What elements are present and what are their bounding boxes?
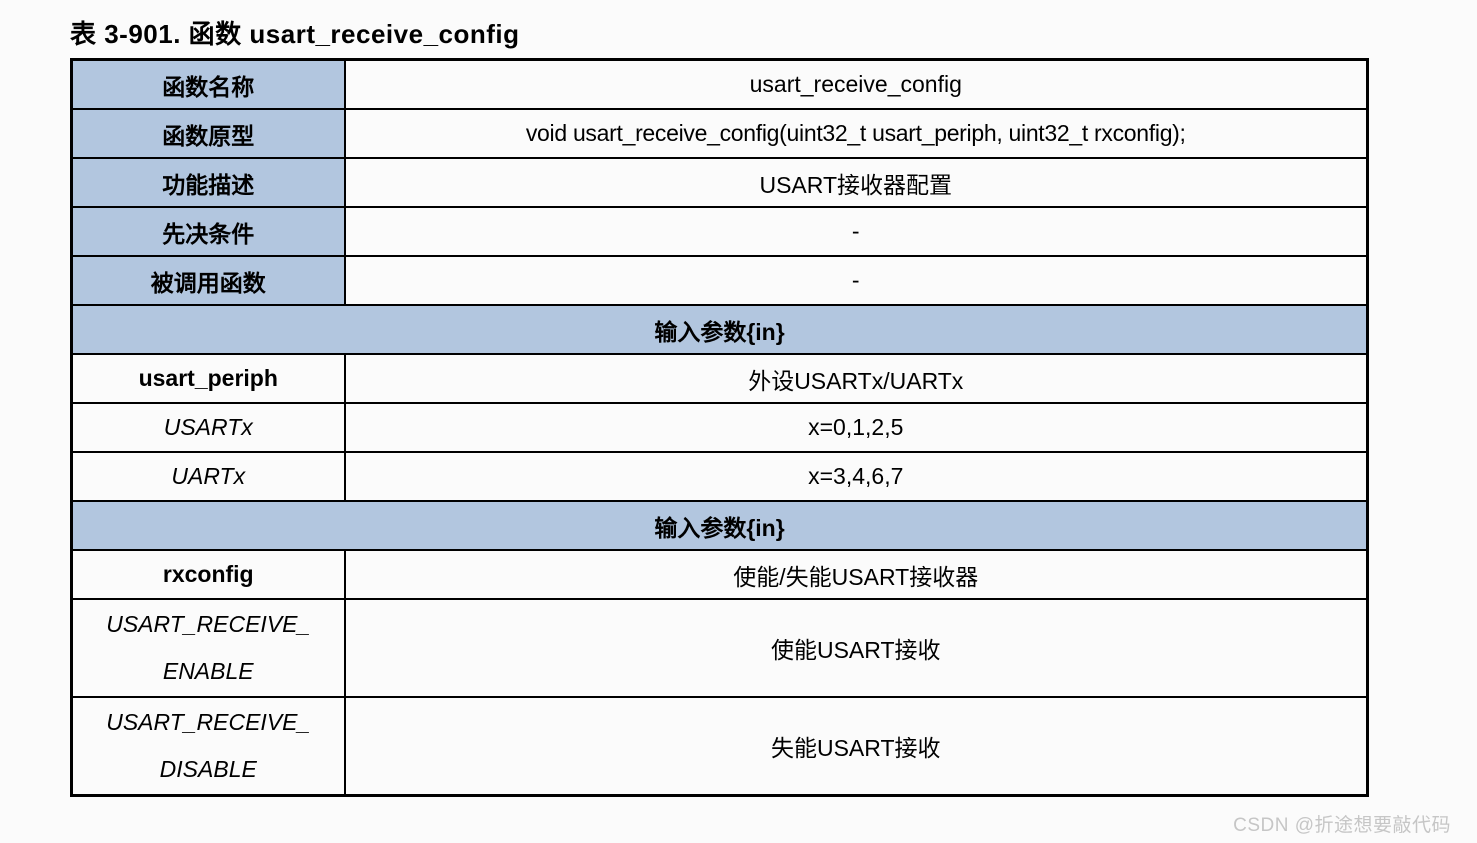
row-function-name: 函数名称 usart_receive_config [70, 58, 1369, 110]
row-value: 使能/失能USART接收器 [343, 549, 1369, 600]
input-param-header-1: 输入参数{in} [70, 304, 1369, 355]
row-value: 使能USART接收 [343, 598, 1369, 698]
row-label: 功能描述 [70, 157, 346, 208]
row-label: 被调用函数 [70, 255, 346, 306]
row-label: usart_periph [70, 353, 346, 404]
row-label: rxconfig [70, 549, 346, 600]
row-value: - [343, 206, 1369, 257]
row-uartx: UARTx x=3,4,6,7 [70, 451, 1369, 502]
row-label: USARTx [70, 402, 346, 453]
row-value: usart_receive_config [343, 58, 1369, 110]
row-rxconfig: rxconfig 使能/失能USART接收器 [70, 549, 1369, 600]
row-usart-receive-enable: USART_RECEIVE_ ENABLE 使能USART接收 [70, 598, 1369, 698]
row-value: void usart_receive_config(uint32_t usart… [343, 108, 1369, 159]
row-value: x=3,4,6,7 [343, 451, 1369, 502]
row-precondition: 先决条件 - [70, 206, 1369, 257]
row-label: USART_RECEIVE_ DISABLE [70, 696, 346, 797]
row-function-prototype: 函数原型 void usart_receive_config(uint32_t … [70, 108, 1369, 159]
input-param-header-2: 输入参数{in} [70, 500, 1369, 551]
row-usart-periph: usart_periph 外设USARTx/UARTx [70, 353, 1369, 404]
row-called-functions: 被调用函数 - [70, 255, 1369, 306]
row-value: 失能USART接收 [343, 696, 1369, 797]
row-label: 函数名称 [70, 58, 346, 110]
row-value: - [343, 255, 1369, 306]
row-label: UARTx [70, 451, 346, 502]
row-value: x=0,1,2,5 [343, 402, 1369, 453]
row-usartx: USARTx x=0,1,2,5 [70, 402, 1369, 453]
csdn-watermark: CSDN @折途想要敲代码 [1233, 815, 1451, 836]
section-header: 输入参数{in} [70, 500, 1369, 551]
row-value: 外设USARTx/UARTx [343, 353, 1369, 404]
row-label: 函数原型 [70, 108, 346, 159]
function-spec-table: 函数名称 usart_receive_config 函数原型 void usar… [70, 58, 1369, 797]
section-header: 输入参数{in} [70, 304, 1369, 355]
row-label: USART_RECEIVE_ ENABLE [70, 598, 346, 698]
row-usart-receive-disable: USART_RECEIVE_ DISABLE 失能USART接收 [70, 696, 1369, 797]
row-value: USART接收器配置 [343, 157, 1369, 208]
row-label: 先决条件 [70, 206, 346, 257]
row-function-description: 功能描述 USART接收器配置 [70, 157, 1369, 208]
page-title: 表 3-901. 函数 usart_receive_config [70, 19, 520, 49]
